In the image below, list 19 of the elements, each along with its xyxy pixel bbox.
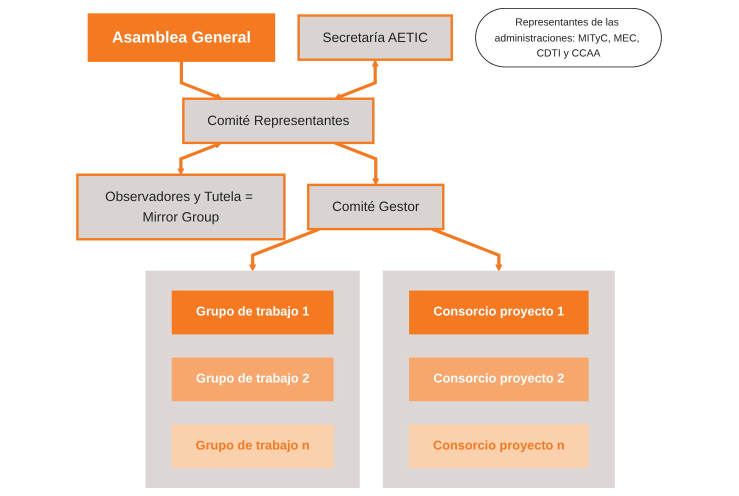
arrow xyxy=(334,141,380,186)
arrow xyxy=(178,142,222,176)
arrow xyxy=(334,60,379,100)
node-box: Comité Gestor xyxy=(307,184,445,230)
node-box: Consorcio proyecto n xyxy=(408,424,590,468)
node-box: Grupo de trabajo 2 xyxy=(172,357,334,402)
node-box: Consorcio proyecto 1 xyxy=(409,290,589,334)
node-box: Consorcio proyecto 2 xyxy=(409,357,589,402)
node-box: Grupo de trabajo 1 xyxy=(172,290,334,334)
arrow xyxy=(180,62,222,100)
node-box: Grupo de trabajo n xyxy=(172,424,334,468)
arrow xyxy=(432,228,502,272)
cluster xyxy=(146,270,360,488)
node-box: Comité Representantes xyxy=(182,98,375,144)
node-box: Secretaría AETIC xyxy=(298,14,454,61)
node-box: Asamblea General xyxy=(88,13,276,62)
node-box: Observadores y Tutela = Mirror Group xyxy=(76,174,286,240)
cluster xyxy=(383,270,615,488)
arrow xyxy=(249,228,320,272)
